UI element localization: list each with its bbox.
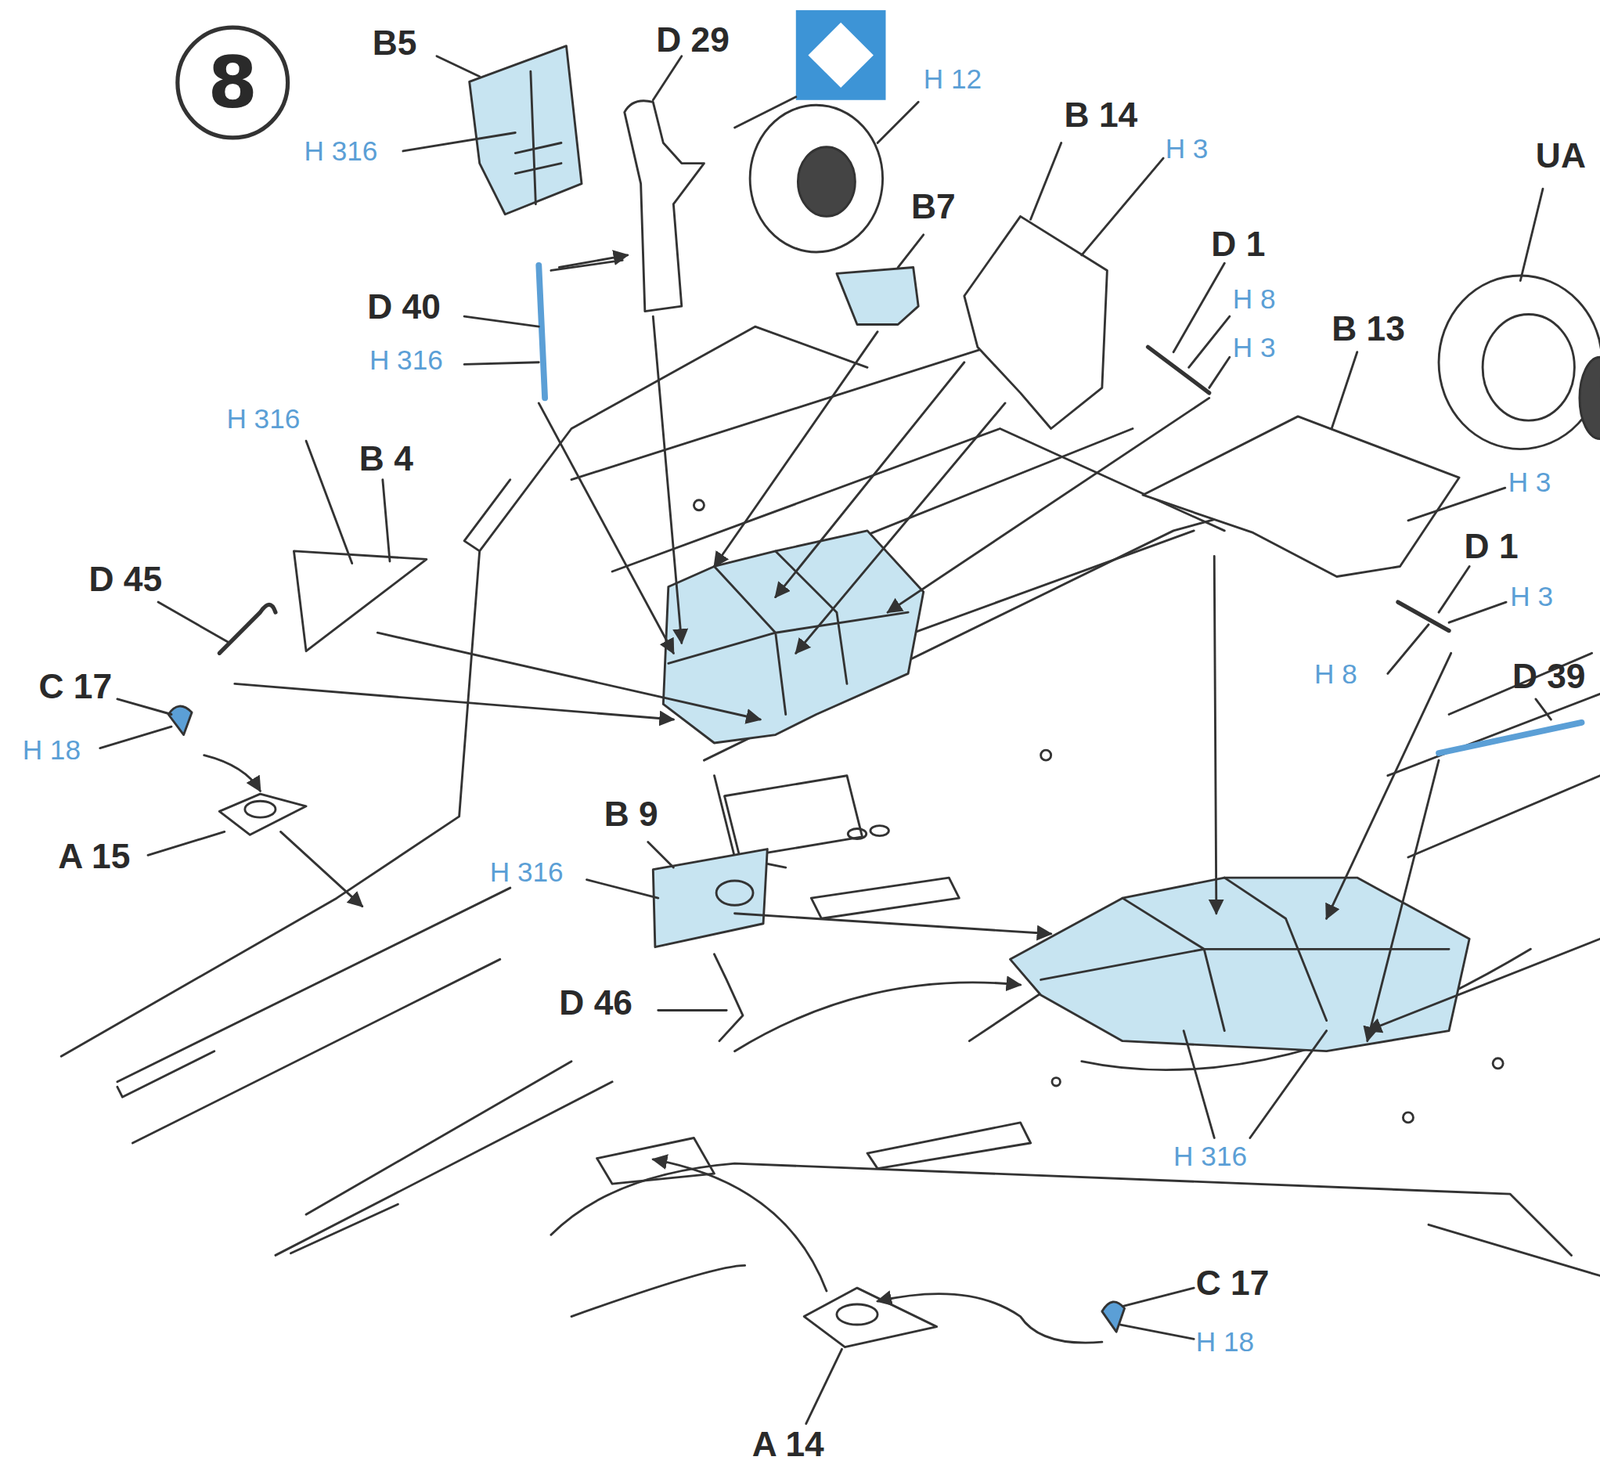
part-number: B 4 — [359, 440, 414, 476]
paint-code: H 316 — [226, 406, 300, 434]
part-number: C 17 — [1196, 1264, 1270, 1300]
part-number: C 17 — [39, 668, 113, 703]
part-number: D 40 — [367, 288, 441, 324]
part-number: A 14 — [752, 1426, 825, 1461]
paint-code: H 316 — [1173, 1142, 1247, 1171]
part-number: D 1 — [1210, 226, 1265, 261]
paint-code: H 316 — [303, 137, 378, 166]
part-number: B 13 — [1331, 311, 1406, 346]
part-number: D 45 — [88, 561, 163, 596]
part-number: B5 — [372, 25, 418, 61]
paint-code: H 18 — [1196, 1328, 1255, 1356]
part-number: D 39 — [1512, 658, 1586, 693]
paint-code: H 3 — [1232, 335, 1276, 363]
part-number: D 29 — [655, 22, 730, 58]
paint-code: H 3 — [1165, 135, 1209, 163]
paint-code: H 316 — [490, 859, 564, 887]
paint-code: H 18 — [22, 736, 81, 764]
part-number: UA — [1535, 137, 1586, 173]
paint-code: H 316 — [369, 346, 444, 375]
part-number: D 46 — [558, 984, 633, 1020]
part-number: D 1 — [1464, 528, 1519, 563]
paint-code: H 3 — [1508, 469, 1552, 498]
part-number: B7 — [911, 188, 956, 224]
paint-code: H 3 — [1509, 583, 1554, 612]
part-number: B 9 — [604, 796, 659, 831]
part-number: B 14 — [1064, 97, 1139, 132]
paint-code: H 12 — [923, 66, 982, 94]
step-number: 8 — [207, 46, 258, 119]
step-number-circle: 8 — [175, 25, 290, 141]
paint-code: H 8 — [1314, 661, 1358, 689]
paint-code: H 8 — [1232, 285, 1276, 314]
part-number: A 15 — [57, 839, 130, 874]
